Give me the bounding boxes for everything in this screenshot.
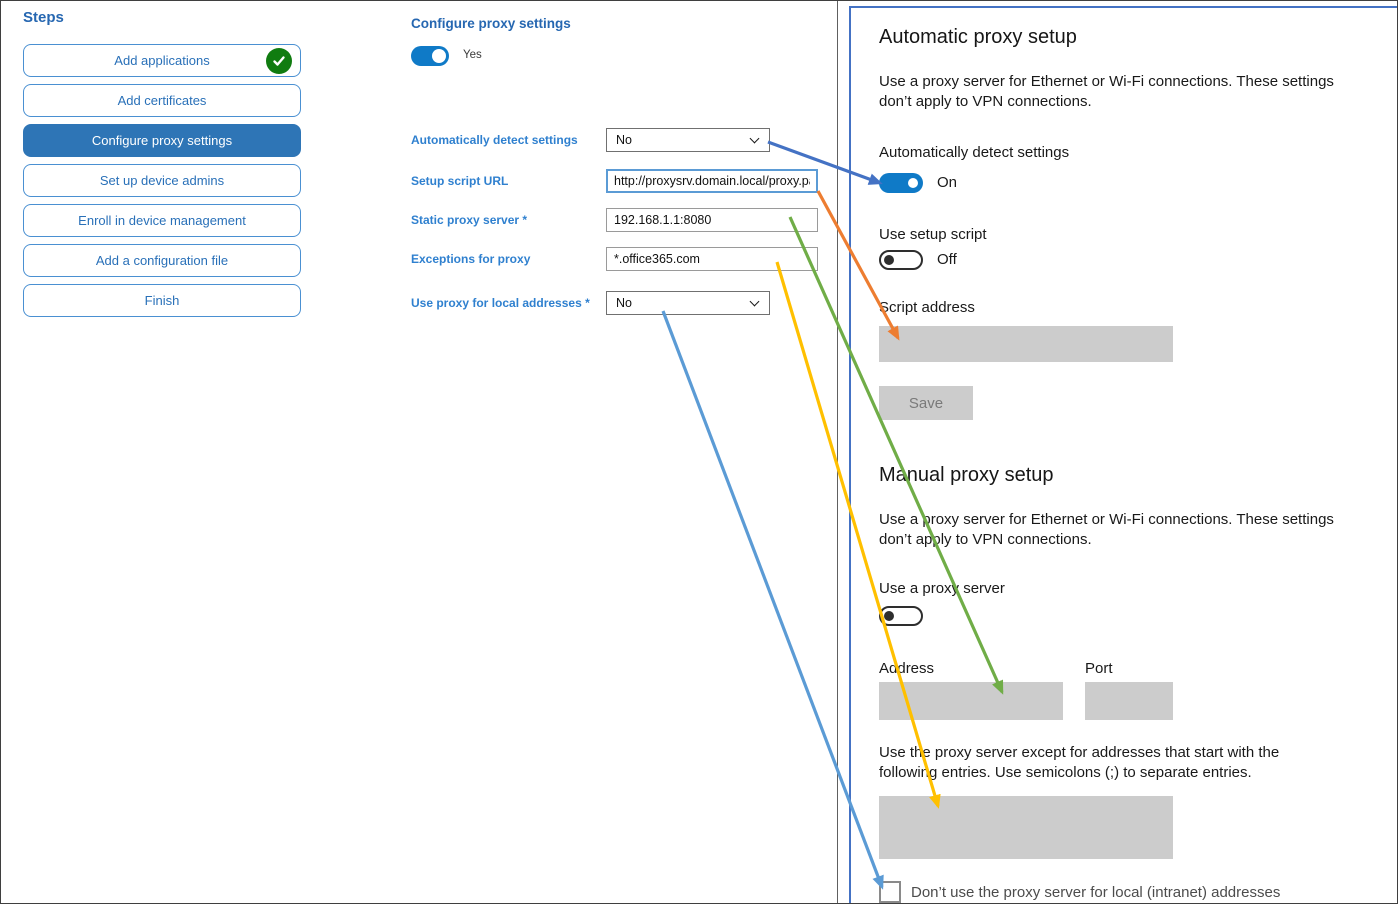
static-proxy-server-label: Static proxy server * [411,213,528,227]
selected-value: No [616,133,632,147]
steps-title: Steps [23,9,64,26]
local-intranet-checkbox-label: Don’t use the proxy server for local (in… [911,884,1281,901]
port-input[interactable] [1085,682,1173,720]
step-set-up-device-admins[interactable]: Set up device admins [23,164,301,197]
detect-settings-toggle-label: Automatically detect settings [879,144,1070,161]
detect-settings-toggle-state: On [937,174,958,191]
toggle-knob [908,178,918,188]
step-add-certificates[interactable]: Add certificates [23,84,301,117]
proxy-exceptions-note: Use the proxy server except for addresse… [879,744,1280,781]
step-label: Finish [144,293,180,308]
toggle-knob [884,255,894,265]
setup-script-url-label: Setup script URL [411,174,509,188]
completed-check-icon [266,48,292,74]
automatic-proxy-heading: Automatic proxy setup [879,26,1077,48]
step-label: Enroll in device management [78,213,246,228]
chevron-down-icon [749,133,760,144]
step-label: Add applications [114,53,210,68]
use-setup-script-label: Use setup script [879,226,987,243]
step-label: Add certificates [117,93,207,108]
address-input[interactable] [879,682,1063,720]
windows-proxy-settings-panel: Automatic proxy setup Use a proxy server… [849,6,1397,903]
detect-settings-toggle[interactable] [879,173,923,193]
static-proxy-server-input[interactable] [606,208,818,232]
step-label: Configure proxy settings [91,133,233,148]
script-address-label: Script address [879,299,975,316]
proxy-exceptions-input[interactable] [606,247,818,271]
step-add-applications[interactable]: Add applications [23,44,301,77]
step-finish[interactable]: Finish [23,284,301,317]
local-addresses-label: Use proxy for local addresses * [411,296,590,310]
step-configure-proxy-settings[interactable]: Configure proxy settings [23,124,301,157]
proxy-exceptions-textarea[interactable] [879,796,1173,859]
configure-proxy-toggle[interactable] [411,46,449,66]
configure-proxy-toggle-state: Yes [463,49,482,61]
step-label: Set up device admins [99,173,225,188]
port-label: Port [1085,660,1113,677]
automatic-proxy-description: Use a proxy server for Ethernet or Wi-Fi… [879,73,1334,110]
pane-divider [837,1,838,903]
chevron-down-icon [749,296,760,307]
toggle-knob [884,611,894,621]
detect-settings-select[interactable]: No [606,128,770,152]
local-intranet-checkbox[interactable] [879,881,901,903]
address-label: Address [879,660,935,677]
script-address-input[interactable] [879,326,1173,362]
setup-script-url-input[interactable] [606,169,818,193]
use-proxy-server-toggle[interactable] [879,606,923,626]
manual-proxy-description: Use a proxy server for Ethernet or Wi-Fi… [879,511,1334,548]
save-button[interactable]: Save [879,386,973,420]
local-addresses-select[interactable]: No [606,291,770,315]
use-setup-script-toggle-state: Off [937,251,957,268]
toggle-knob [432,49,446,63]
step-add-a-configuration-file[interactable]: Add a configuration file [23,244,301,277]
step-enroll-in-device-management[interactable]: Enroll in device management [23,204,301,237]
use-proxy-server-label: Use a proxy server [879,580,1005,597]
form-title: Configure proxy settings [411,16,571,31]
proxy-exceptions-label: Exceptions for proxy [411,252,531,266]
detect-settings-label: Automatically detect settings [411,133,578,147]
manual-proxy-heading: Manual proxy setup [879,464,1054,486]
selected-value: No [616,296,632,310]
step-label: Add a configuration file [95,253,229,268]
use-setup-script-toggle[interactable] [879,250,923,270]
